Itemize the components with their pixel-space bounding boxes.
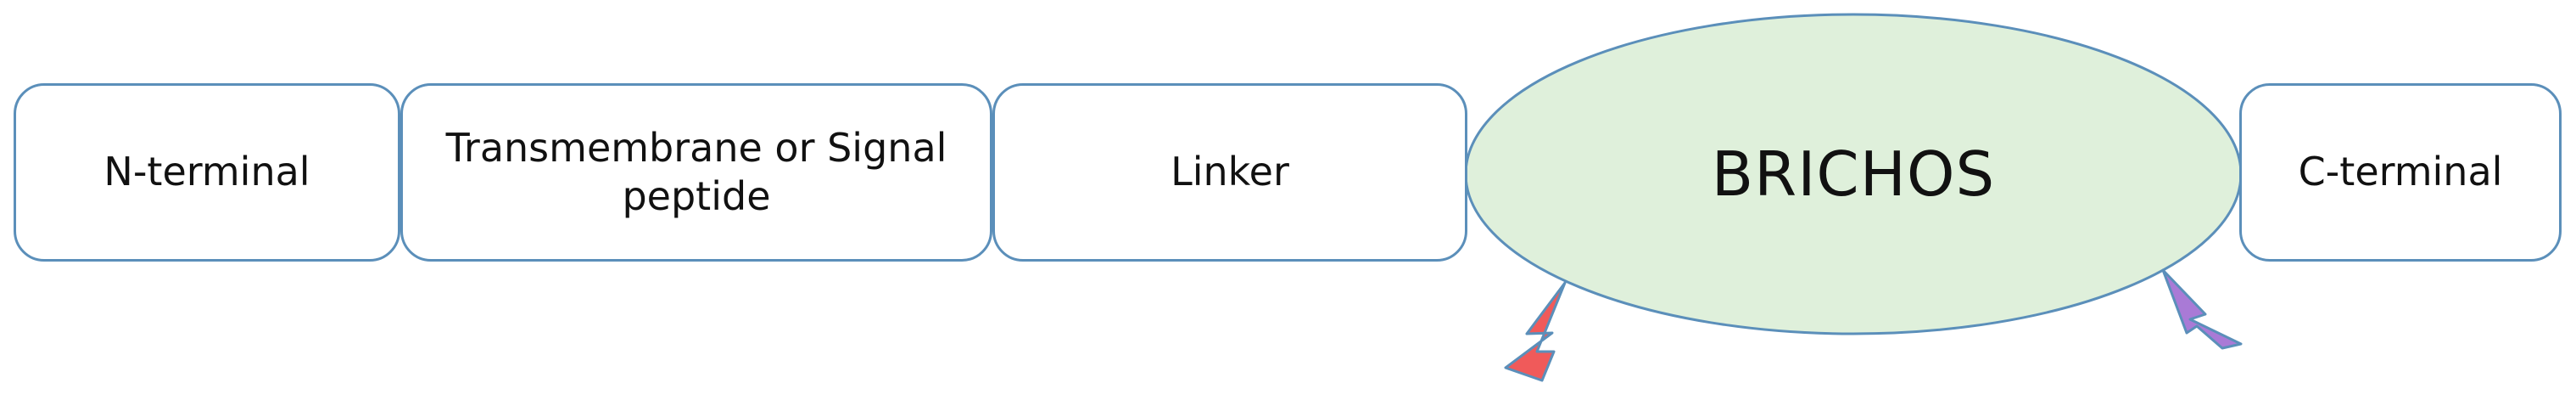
n-terminal-label: N-terminal (103, 149, 310, 195)
transmembrane-domain: Transmembrane or Signal peptide (400, 83, 992, 262)
linker-domain: Linker (992, 83, 1467, 262)
left-lightning-icon (1504, 281, 1567, 382)
right-lightning-icon (2161, 268, 2243, 350)
linker-label: Linker (1171, 149, 1289, 195)
c-terminal-domain: C-terminal (2239, 83, 2562, 262)
n-terminal-domain: N-terminal (14, 83, 400, 262)
brichos-label: BRICHOS (1711, 138, 1996, 210)
transmembrane-label: Transmembrane or Signal peptide (445, 124, 947, 220)
c-terminal-label: C-terminal (2298, 149, 2503, 195)
